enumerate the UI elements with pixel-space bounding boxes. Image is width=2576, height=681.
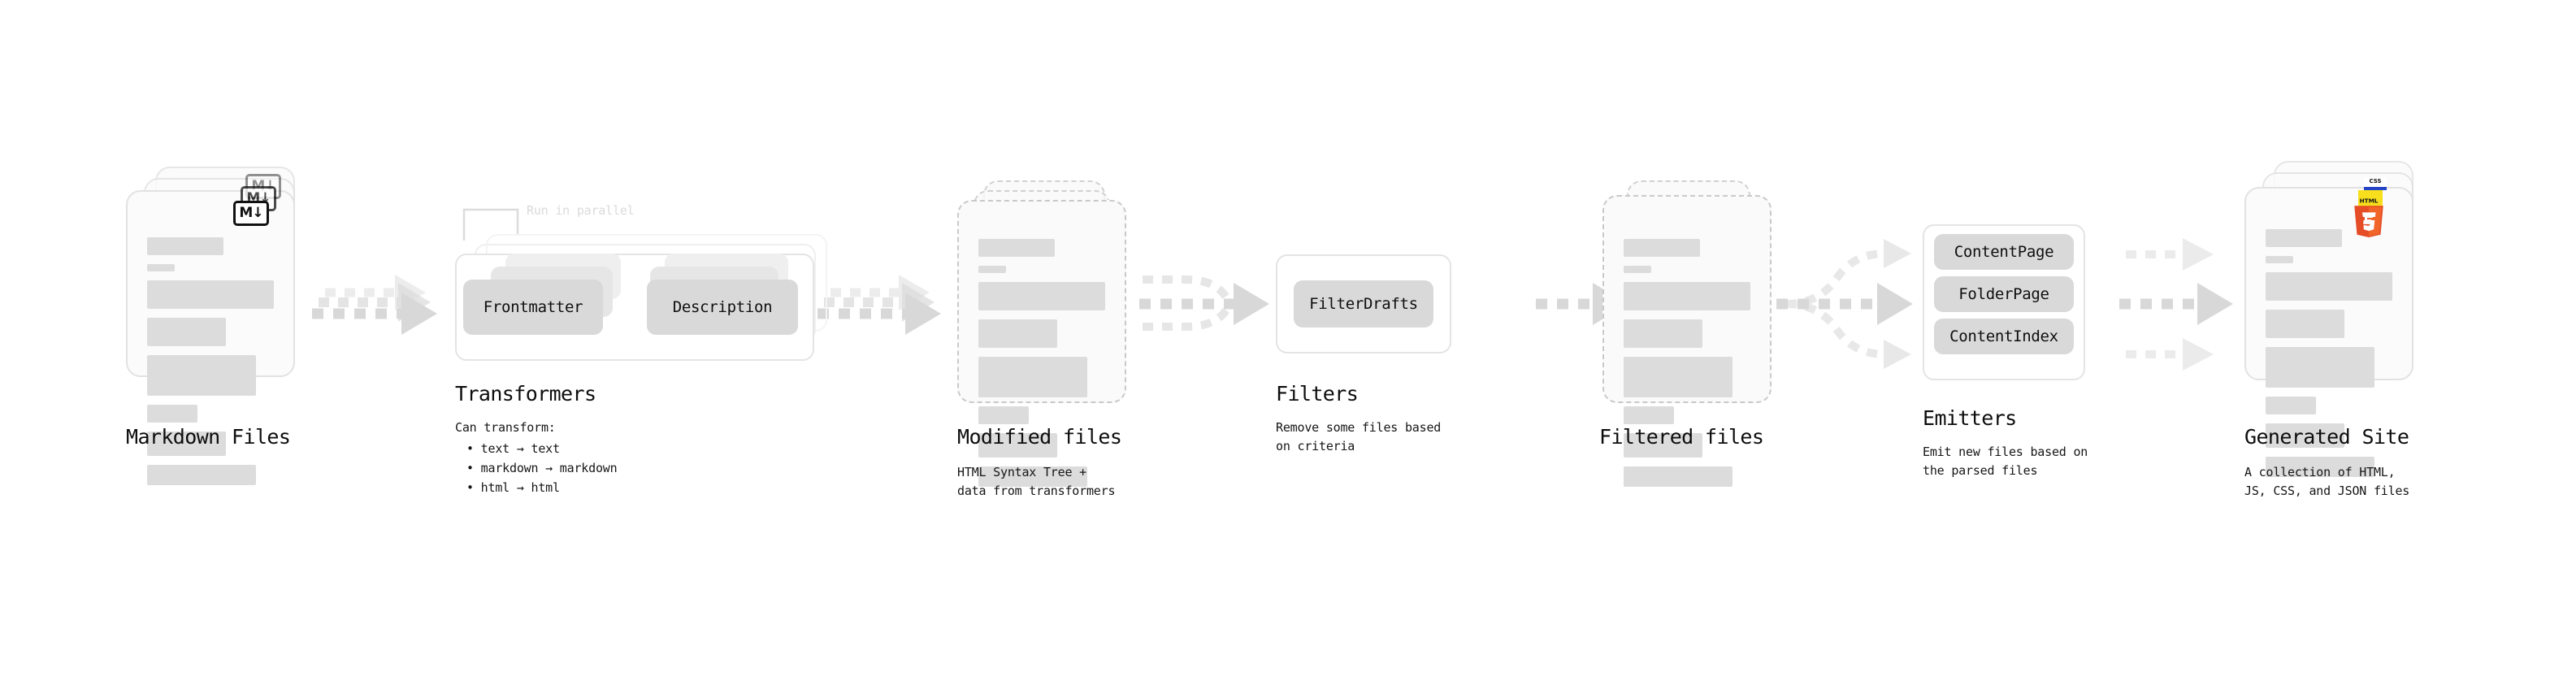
connector-md-to-transformers [325,275,426,310]
html5-icon-shape: HTML 5 [2354,197,2383,237]
modified-card-skeleton [978,239,1105,496]
list-item: • markdown → markdown [466,461,618,475]
js-icon [2358,190,2383,208]
skeleton-bar [2266,229,2342,247]
transformers-capability-list: • text → text • markdown → markdown • ht… [455,439,618,497]
connector-emitters-to-site [2119,238,2233,371]
skeleton-bar [147,318,226,346]
skeleton-bar [2266,347,2375,388]
stage-title-generated-site: Generated Site [2244,425,2409,449]
skeleton-bar [978,282,1105,310]
markdown-icon: M↓ [233,201,269,226]
skeleton-bar [1624,266,1652,273]
stage-caption-generated-site: A collection of HTML, JS, CSS, and JSON … [2244,465,2410,499]
stage-caption-transformers: Can transform: [455,420,556,435]
stage-title-markdown-files: Markdown Files [126,425,291,449]
css-icon: CSS [2364,177,2387,190]
skeleton-bar [978,266,1007,273]
skeleton-bar [978,319,1057,348]
skeleton-bar [147,280,274,309]
skeleton-bar [147,355,257,396]
filter-chip-label: FilterDrafts [1309,295,1418,313]
stage-caption-modified-files: HTML Syntax Tree + data from transformer… [957,465,1116,499]
skeleton-bar [1624,319,1702,348]
skeleton-bar [978,357,1088,397]
skeleton-bar [147,405,198,423]
modified-card-front [957,200,1126,487]
list-item: • text → text [466,441,560,456]
html5-icon-wordmark: HTML [2360,197,2379,204]
skeleton-bar [1624,466,1733,487]
skeleton-bar [147,264,176,271]
connector-transformers-to-modified [830,275,930,310]
connector-transformers-to-modified [824,283,935,322]
css-icon-label: CSS [2369,178,2382,184]
skeleton-bar [2266,256,2294,263]
skeleton-bar [978,406,1030,424]
skeleton-bar [2266,310,2344,338]
filtered-card-front [1602,195,1772,487]
skeleton-bar [1624,282,1750,310]
skeleton-bar [2266,272,2392,301]
stage-title-filters: Filters [1276,382,1359,406]
html5-icon: HTML 5 [2352,197,2386,237]
skeleton-bar [978,466,1088,487]
stage-title-modified-files: Modified files [957,425,1122,449]
skeleton-bar [978,433,1057,458]
skeleton-bar [2266,423,2344,448]
emitter-chip-contentindex[interactable]: ContentIndex [1934,319,2074,354]
connector-filtered-to-emitters [1776,239,1913,369]
skeleton-bar [1624,357,1733,397]
site-card-skeleton [2266,229,2392,486]
transformer-chip-label: Description [672,298,773,316]
site-card-front-html [2244,187,2413,477]
stage-title-emitters: Emitters [1923,406,2017,430]
connector-modified-to-filters [1139,275,1269,331]
stage-caption-filters: Remove some files based on criteria [1276,420,1442,454]
emitter-chip-label: ContentIndex [1949,327,2058,345]
markdown-card-skeleton [147,237,274,494]
html5-icon-number: 5 [2363,213,2375,232]
emitter-chip-label: FolderPage [1958,285,2049,303]
skeleton-bar [1624,433,1702,458]
skeleton-bar [2266,397,2317,414]
connector-md-to-transformers [319,283,431,322]
markdown-icon-label: M↓ [239,205,263,221]
skeleton-bar [1624,406,1675,424]
run-in-parallel-label: Run in parallel [527,203,635,218]
transformer-chip-description[interactable]: Description [647,280,798,335]
transformer-chip-label: Frontmatter [483,298,583,316]
skeleton-bar [147,432,226,456]
connector-transformers-to-modified [817,293,941,335]
filtered-card-skeleton [1624,239,1750,496]
connector-md-to-transformers [312,293,437,335]
list-item: • html → html [466,480,560,495]
stage-caption-emitters: Emit new files based on the parsed files [1923,445,2088,479]
filter-chip-filterdrafts[interactable]: FilterDrafts [1294,280,1433,327]
emitter-chip-contentpage[interactable]: ContentPage [1934,234,2074,270]
skeleton-bar [147,237,223,255]
skeleton-bar [147,465,257,485]
stage-title-filtered-files: Filtered files [1599,425,1764,449]
transformer-chip-frontmatter[interactable]: Frontmatter [463,280,603,335]
emitter-chip-label: ContentPage [1954,243,2054,261]
stage-title-transformers: Transformers [455,382,596,406]
skeleton-bar [1624,239,1700,257]
skeleton-bar [2266,457,2375,477]
markdown-card-front [126,190,295,485]
emitter-chip-folderpage[interactable]: FolderPage [1934,276,2074,312]
skeleton-bar [978,239,1055,257]
